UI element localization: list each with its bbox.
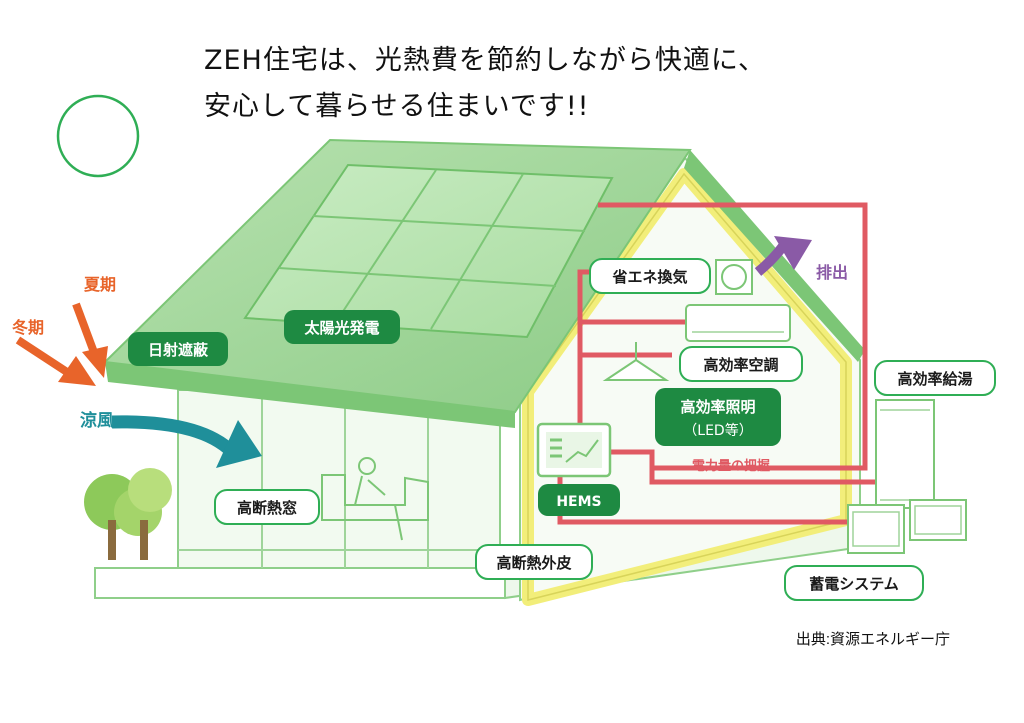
svg-text:太陽光発電: 太陽光発電 [304, 319, 379, 337]
hems-monitor-icon [538, 424, 610, 476]
svg-text:省エネ換気: 省エネ換気 [611, 268, 687, 286]
hems-tag: HEMS [538, 484, 620, 516]
exhaust-label: 排出 [816, 263, 848, 282]
water-heater-unit [876, 400, 934, 508]
summer-label: 夏期 [83, 275, 116, 294]
winter-label: 冬期 [12, 318, 44, 337]
tree-icon [84, 468, 172, 560]
svg-text:高効率照明: 高効率照明 [680, 398, 755, 416]
sunshade-tag: 日射遮蔽 [128, 332, 228, 366]
svg-text:高効率給湯: 高効率給湯 [897, 370, 972, 388]
sun-icon [58, 96, 138, 176]
svg-text:高断熱窓: 高断熱窓 [237, 499, 297, 517]
svg-text:高効率空調: 高効率空調 [703, 356, 778, 374]
svg-text:日射遮蔽: 日射遮蔽 [148, 341, 209, 359]
foundation-slab [95, 568, 505, 598]
svg-text:高断熱外皮: 高断熱外皮 [496, 554, 571, 572]
solar-power-tag: 太陽光発電 [284, 310, 400, 344]
svg-text:（LED等）: （LED等） [683, 422, 752, 439]
breeze-label: 涼風 [80, 410, 114, 431]
svg-text:蓄電システム: 蓄電システム [809, 575, 899, 593]
windows-tag: 高断熱窓 [215, 490, 319, 524]
battery-tag: 蓄電システム [785, 566, 923, 600]
winter-sun-arrow [18, 340, 96, 386]
aircon-tag: 高効率空調 [680, 347, 802, 381]
ventilation-fan-icon [716, 260, 752, 294]
svg-text:HEMS: HEMS [556, 494, 601, 510]
water-heater-tag: 高効率給湯 [875, 361, 995, 395]
lighting-tag: 高効率照明 （LED等） [655, 388, 781, 446]
air-conditioner-icon [686, 305, 790, 341]
power-monitor-label: 電力量の把握 [692, 458, 770, 474]
source-credit: 出典:資源エネルギー庁 [796, 628, 950, 649]
ventilation-tag: 省エネ換気 [590, 259, 710, 293]
insulation-tag: 高断熱外皮 [476, 545, 592, 579]
